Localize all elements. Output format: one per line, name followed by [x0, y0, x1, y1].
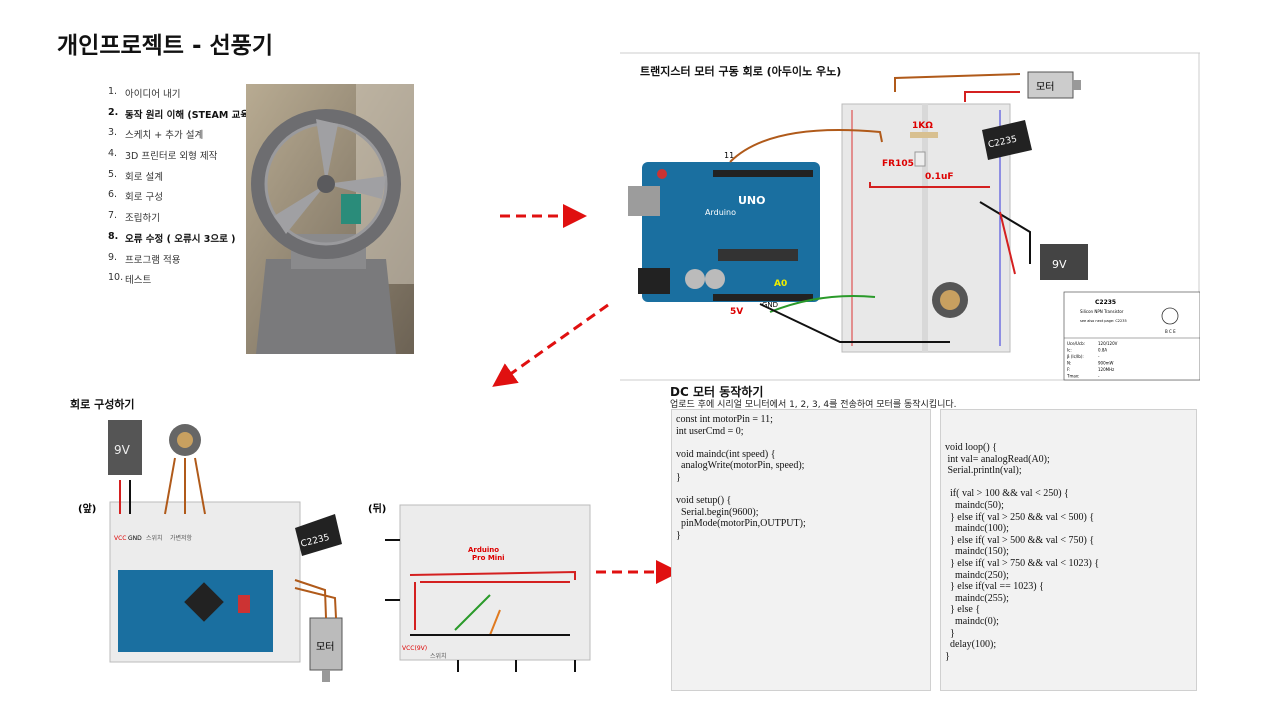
- resistor-icon: [910, 132, 938, 138]
- potentiometer-icon: [169, 424, 201, 456]
- datasheet-value: -: [1098, 374, 1100, 379]
- 5v-label: 5V: [730, 307, 743, 317]
- page-title: 개인프로젝트 - 선풍기: [57, 33, 274, 59]
- step-label: 회로 설계: [125, 171, 163, 183]
- capacitor-label: 0.1uF: [925, 172, 954, 182]
- vcc-label: VCC: [114, 535, 126, 542]
- step-item: 10.테스트: [108, 272, 253, 293]
- back-promini-label: Pro Mini: [472, 554, 505, 562]
- build-diagrams: (앞) 9V VCC GND 스위치 가변저항 C2235 모터: [70, 410, 610, 715]
- back-switch-label: 스위치: [430, 652, 447, 660]
- datasheet-param: Uce/Ucb:: [1067, 341, 1085, 346]
- step-item: 7. 조립하기: [108, 210, 253, 231]
- step-item: 4. 3D 프린터로 외형 제작: [108, 148, 253, 169]
- datasheet-param: Ic:: [1067, 348, 1072, 353]
- pro-mini-board: [118, 570, 273, 652]
- step-label: 아이디어 내기: [125, 89, 181, 100]
- step-label: 스케치 + 추가 설계: [125, 130, 204, 142]
- step-number: 3.: [108, 127, 118, 139]
- resistor-label: 1KΩ: [912, 121, 933, 131]
- steps-list: 1. 아이디어 내기 2. 동작 원리 이해 (STEAM 교육) 3. 스케치 + 추가…: [108, 86, 253, 293]
- step-item: 9. 프로그램 적용: [108, 252, 253, 273]
- dc-section-title: DC 모터 동작하기: [670, 385, 764, 399]
- step-number: 9.: [108, 251, 118, 263]
- datasheet-value: -: [1098, 354, 1100, 359]
- step-item: 5. 회로 설계: [108, 169, 253, 190]
- arrow-icon: [492, 303, 609, 387]
- transistor-section-title: 트랜지스터 모터 구동 회로 (아두이노 우노): [640, 65, 842, 78]
- datasheet-value: 120MHz: [1098, 367, 1114, 372]
- step-number: 2.: [108, 106, 119, 118]
- gnd-label: GND: [762, 301, 778, 309]
- datasheet-value: 120/120V: [1098, 341, 1118, 346]
- potentiometer-icon: [932, 282, 968, 318]
- battery-icon: 9V: [108, 420, 142, 475]
- transistor-icon: C2235: [982, 120, 1032, 160]
- datasheet-value: 0.8A: [1098, 348, 1107, 353]
- front-label: (앞): [78, 503, 96, 515]
- step-number: 7.: [108, 210, 118, 222]
- build-section-title: 회로 구성하기: [70, 398, 135, 411]
- step-item: 8. 오류 수정 ( 오류시 3으로 ): [108, 231, 253, 252]
- transistor-datasheet: C2235 Silicon NPN Transistor see also ne…: [1063, 291, 1201, 381]
- vcc9v-label: VCC(9V): [402, 645, 427, 652]
- step-number: 5.: [108, 168, 118, 180]
- step-label: 동작 원리 이해 (STEAM 교육): [125, 109, 254, 121]
- fan-photo: [246, 84, 414, 354]
- motor-label: 모터: [1036, 81, 1054, 93]
- step-item: 3. 스케치 + 추가 설계: [108, 127, 253, 148]
- step-label: 오류 수정 ( 오류시 3으로 ): [125, 233, 236, 245]
- motor-icon: 모터: [309, 617, 343, 682]
- step-number: 6.: [108, 189, 118, 201]
- datasheet-part: C2235: [1095, 299, 1116, 306]
- battery-label: 9V: [1052, 258, 1067, 271]
- step-number: 1.: [108, 86, 118, 97]
- step-number: 10.: [108, 272, 124, 284]
- motor-icon: 모터: [1027, 71, 1081, 99]
- datasheet-param: β (Ic/Ib):: [1067, 354, 1084, 359]
- code-block-loop: void loop() { int val= analogRead(A0); S…: [940, 409, 1197, 691]
- step-number: 4.: [108, 148, 118, 160]
- datasheet-pins: B C E: [1165, 329, 1176, 334]
- gnd-label-front: GND: [128, 535, 142, 542]
- step-item: 6. 회로 구성: [108, 189, 253, 210]
- code-block-setup: const int motorPin = 11; int userCmd = 0…: [671, 409, 931, 691]
- transistor-icon: C2235: [295, 514, 342, 556]
- pin-11-label: 11: [724, 151, 734, 160]
- battery-icon: 9V: [1040, 244, 1088, 280]
- a0-label: A0: [774, 279, 787, 289]
- datasheet-param: Tmax:: [1066, 374, 1080, 379]
- datasheet-param: F:: [1067, 367, 1070, 372]
- datasheet-value: 900mW: [1098, 361, 1114, 366]
- switch-label: 스위치: [146, 534, 163, 542]
- arduino-board: UNO Arduino: [628, 162, 820, 302]
- step-label: 회로 구성: [125, 192, 163, 204]
- datasheet-note: see also next page: C2235: [1080, 319, 1127, 323]
- datasheet-type: Silicon NPN Transistor: [1080, 309, 1124, 314]
- back-label: (뒤): [368, 503, 386, 515]
- pot-label: 가변저항: [170, 534, 193, 542]
- diode-label: FR105: [882, 159, 914, 169]
- step-item: 1. 아이디어 내기: [108, 86, 253, 107]
- back-arduino-label: Arduino: [468, 546, 499, 554]
- step-number: 8.: [108, 230, 119, 242]
- diode-icon: [914, 151, 926, 167]
- step-label: 프로그램 적용: [125, 254, 181, 266]
- arduino-brand-label: Arduino: [705, 208, 736, 217]
- step-label: 테스트: [125, 275, 152, 287]
- front-battery-label: 9V: [114, 443, 131, 457]
- transistor-circuit-diagram: UNO Arduino 11 A0 5V GND 1KΩ FR105 0.1uF: [620, 52, 1201, 382]
- front-motor-label: 모터: [316, 641, 334, 653]
- step-label: 3D 프린터로 외형 제작: [125, 151, 218, 163]
- step-label: 조립하기: [125, 213, 160, 225]
- step-item: 2. 동작 원리 이해 (STEAM 교육): [108, 107, 253, 128]
- dc-section-description: 업로드 후에 시리얼 모니터에서 1, 2, 3, 4를 전송하여 모터를 동작…: [670, 400, 957, 410]
- datasheet-param: N:: [1067, 361, 1071, 366]
- breadboard: [841, 103, 1011, 353]
- arduino-uno-label: UNO: [738, 194, 766, 207]
